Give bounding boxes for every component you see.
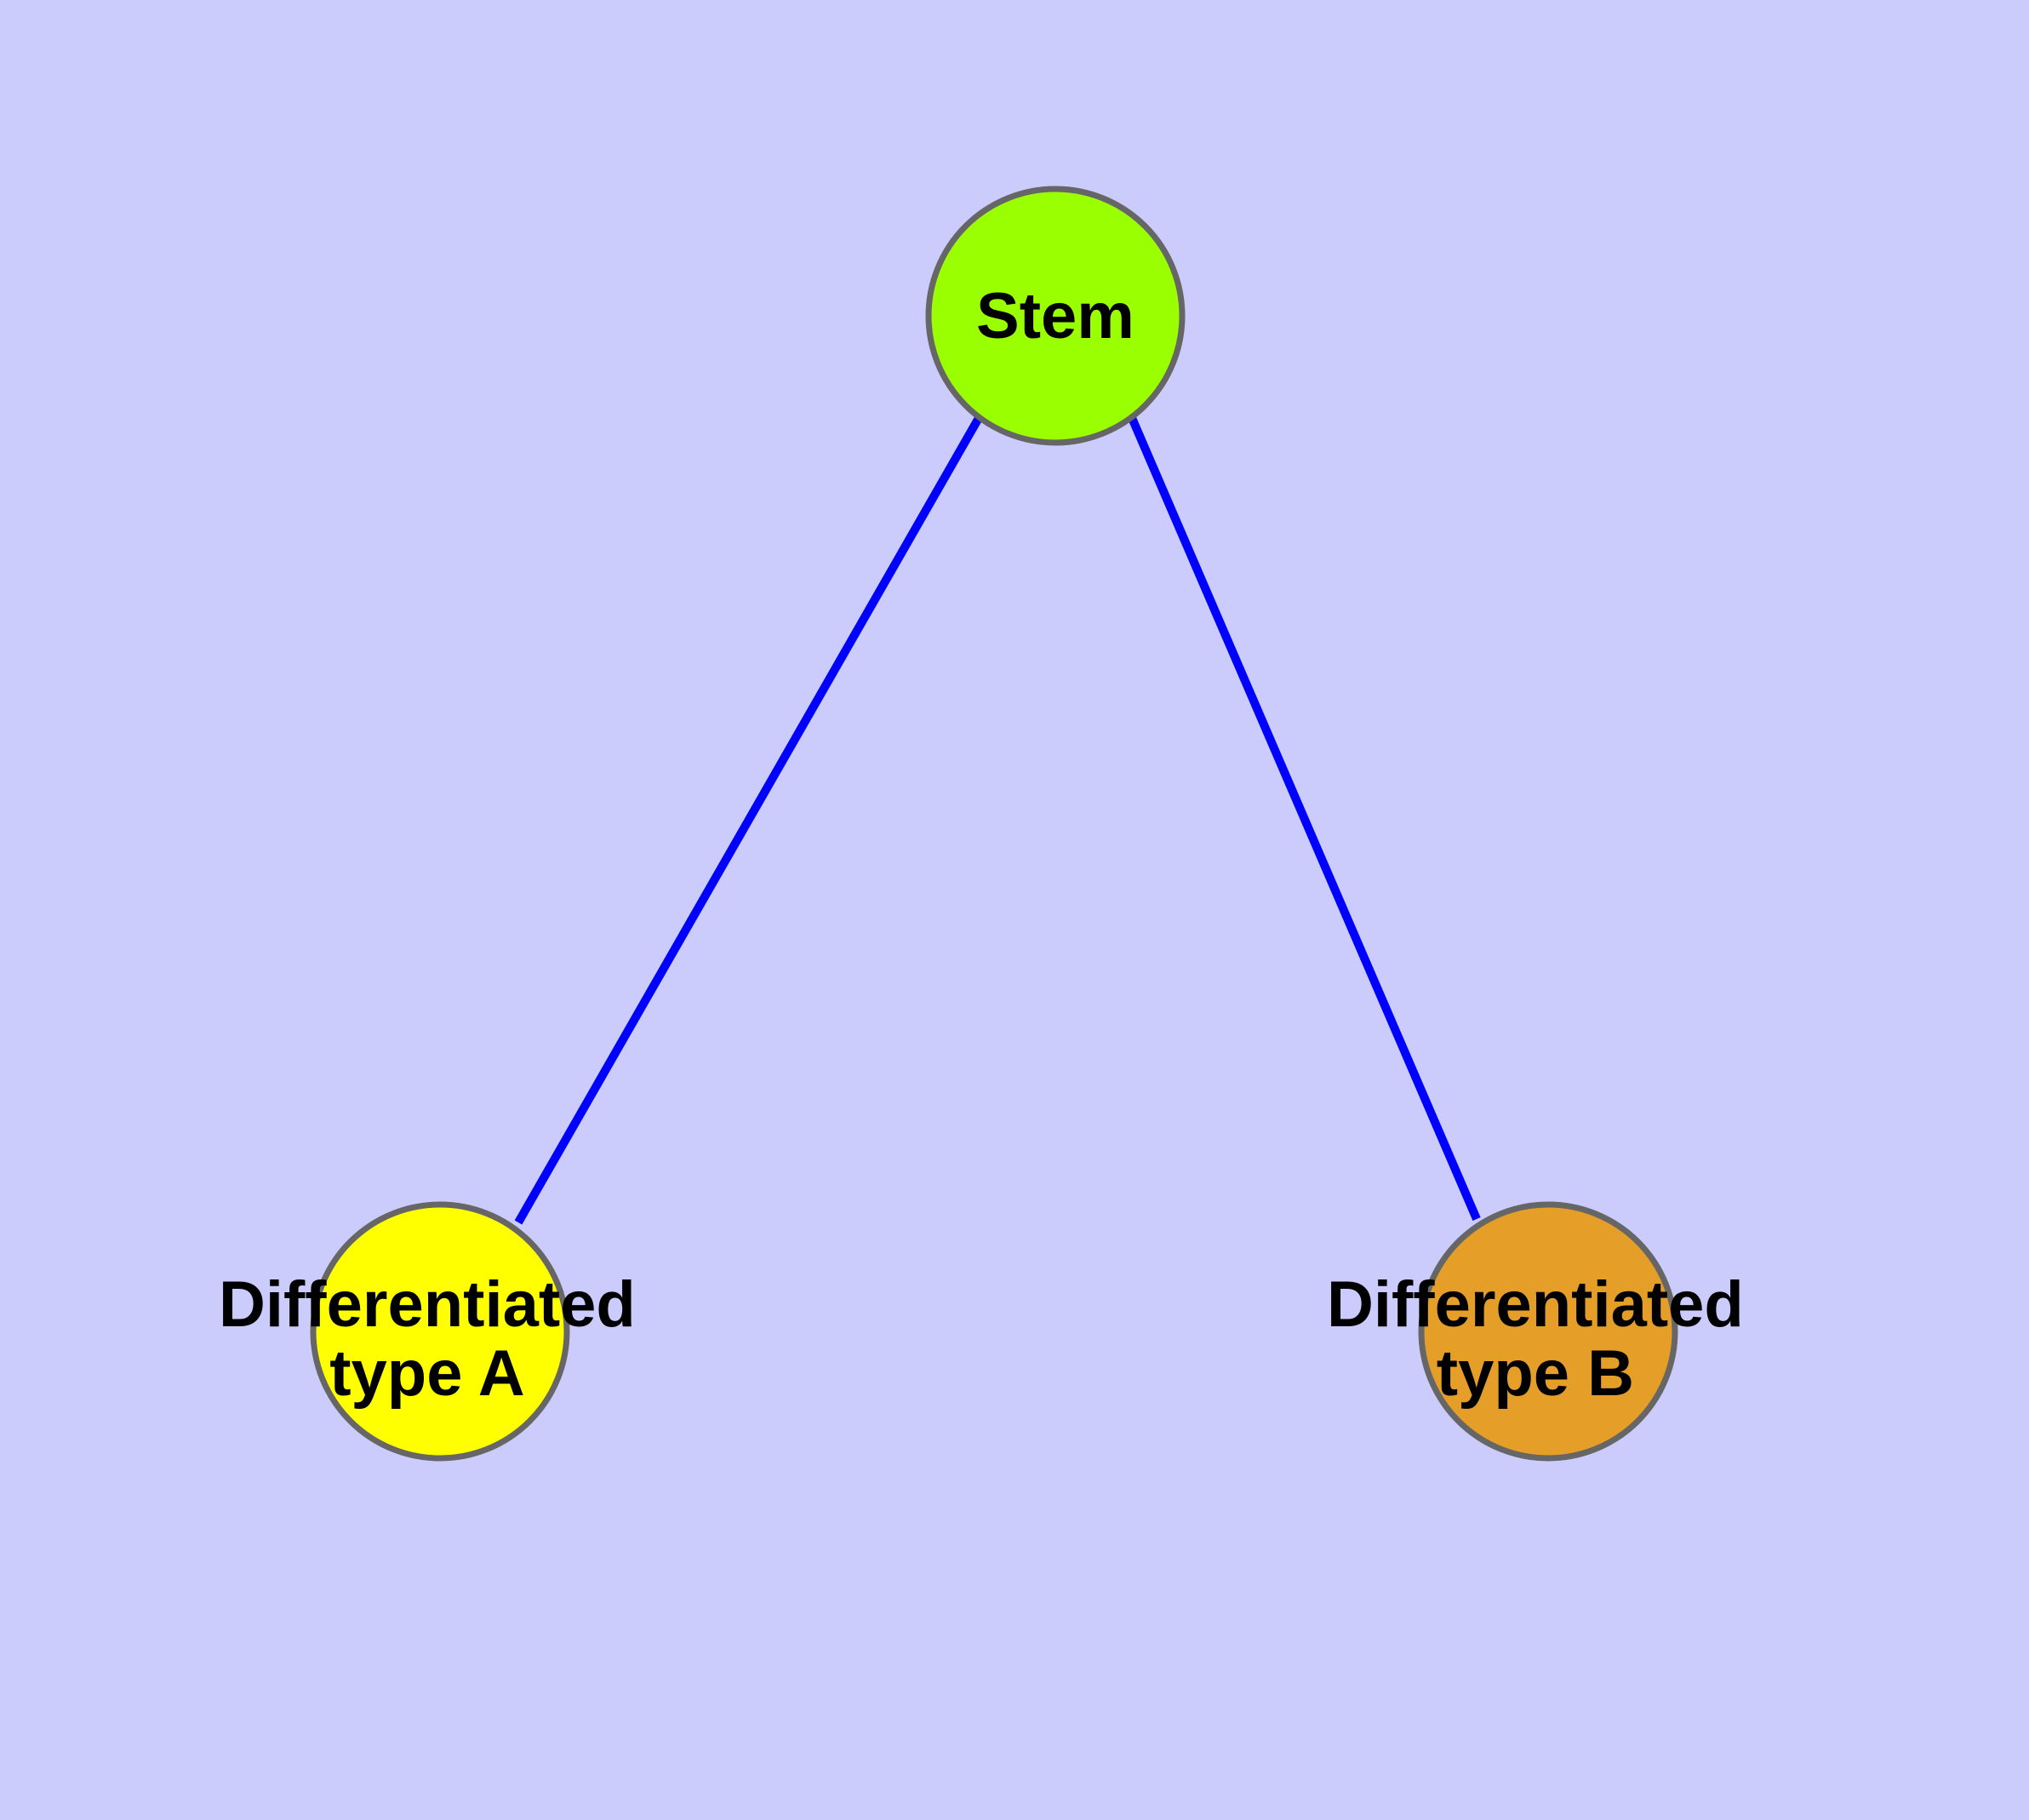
edges-layer: [514, 415, 1481, 1225]
edge-stem-diff-a: [514, 415, 983, 1225]
node-circle-stem[interactable]: [925, 186, 1186, 446]
node-circle-diff_a[interactable]: [310, 1201, 570, 1462]
nodes-layer: [310, 186, 1678, 1462]
edge-stem-diff-b: [1128, 416, 1481, 1221]
node-circle-diff_b[interactable]: [1418, 1201, 1678, 1462]
